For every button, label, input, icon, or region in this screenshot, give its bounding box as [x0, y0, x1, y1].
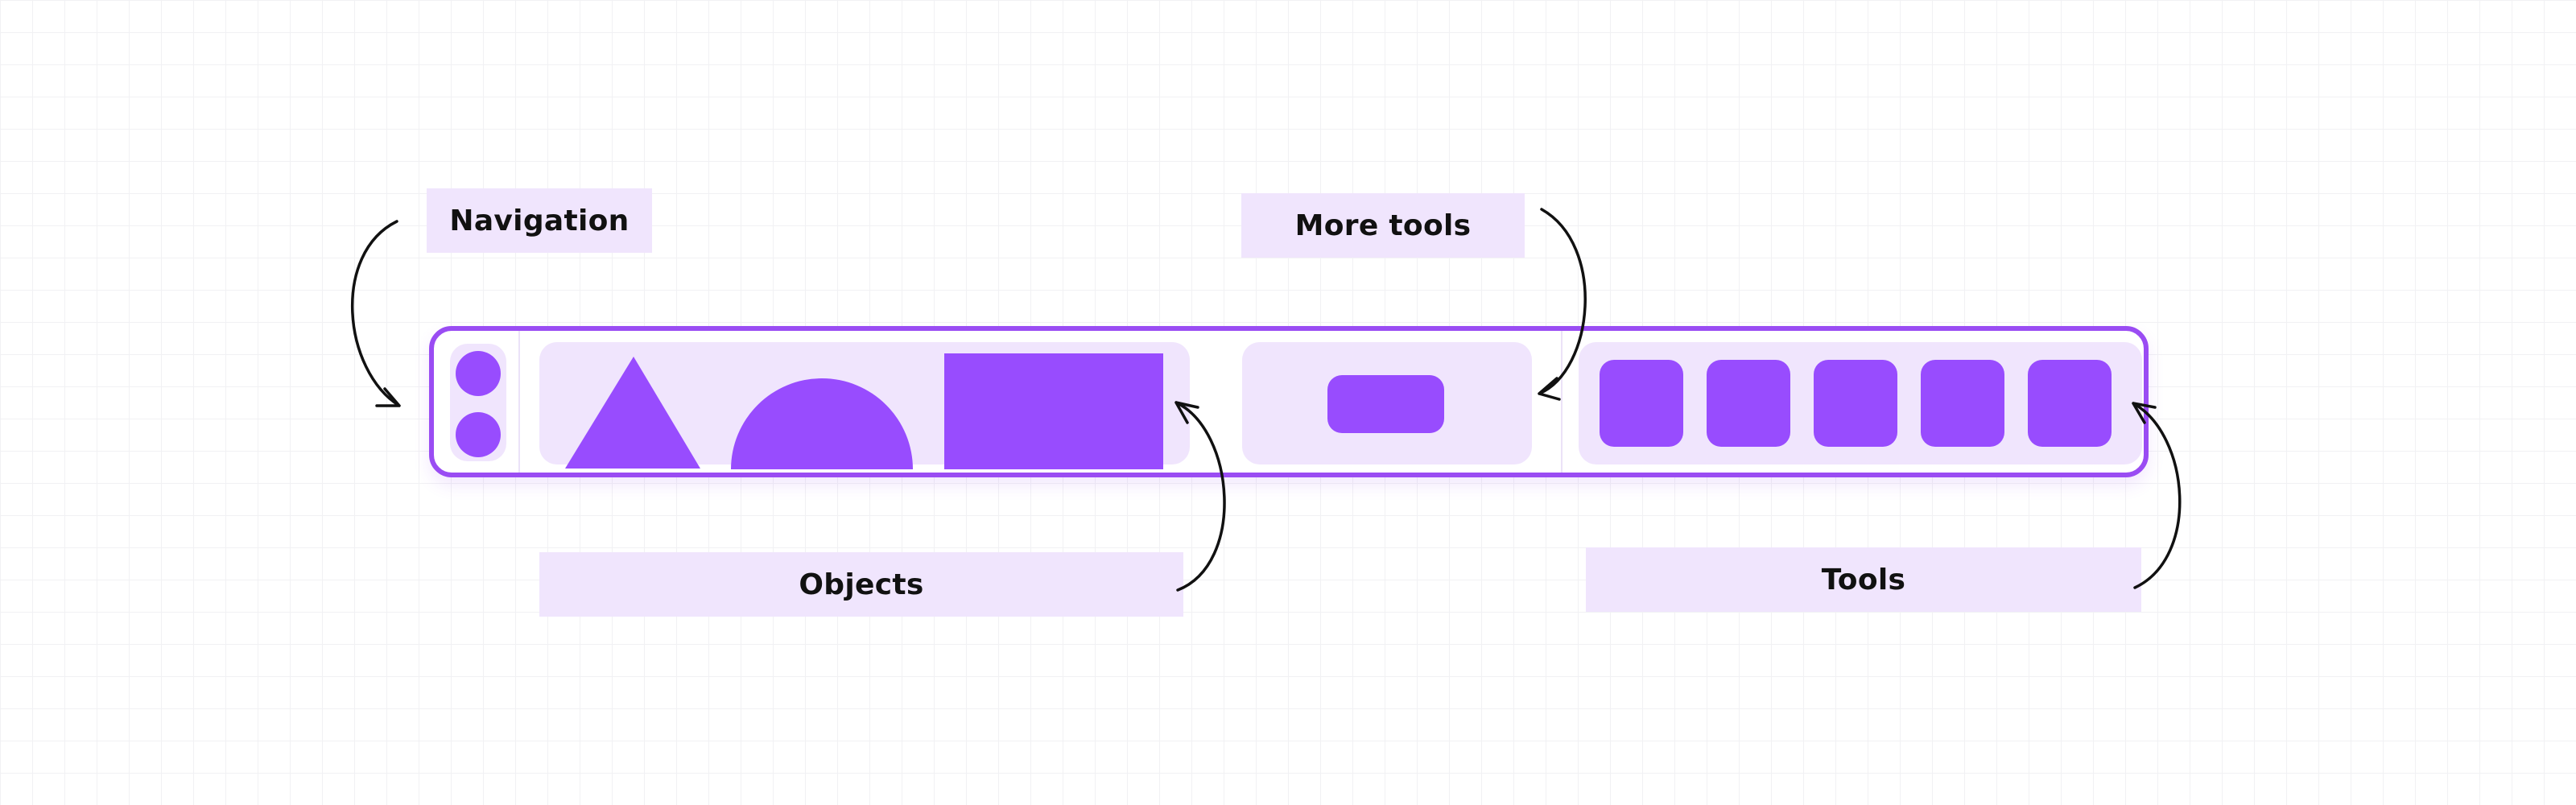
tool-button-2[interactable] [1707, 360, 1790, 447]
more-tools-label-text: More tools [1294, 208, 1472, 242]
tools-label: Tools [1586, 547, 2141, 612]
tool-button-3[interactable] [1814, 360, 1897, 447]
navigation-label-text: Navigation [449, 204, 630, 237]
tools-label-text: Tools [1821, 563, 1906, 597]
toolbar [429, 326, 2149, 477]
navigation-arrow [351, 220, 401, 407]
nav-dot-top[interactable] [456, 351, 501, 396]
nav-dot-bottom[interactable] [456, 412, 501, 457]
tool-button-5[interactable] [2028, 360, 2112, 447]
more-tools-label: More tools [1241, 193, 1525, 258]
tool-button-4[interactable] [1921, 360, 2004, 447]
objects-label-text: Objects [799, 568, 924, 601]
tool-button-1[interactable] [1600, 360, 1683, 447]
more-tools-divider [1561, 331, 1563, 473]
pill-icon[interactable] [1327, 375, 1444, 433]
navigation-divider [518, 331, 520, 473]
objects-label: Objects [539, 552, 1183, 617]
objects-section [539, 342, 1190, 464]
navigation-label: Navigation [427, 188, 652, 253]
